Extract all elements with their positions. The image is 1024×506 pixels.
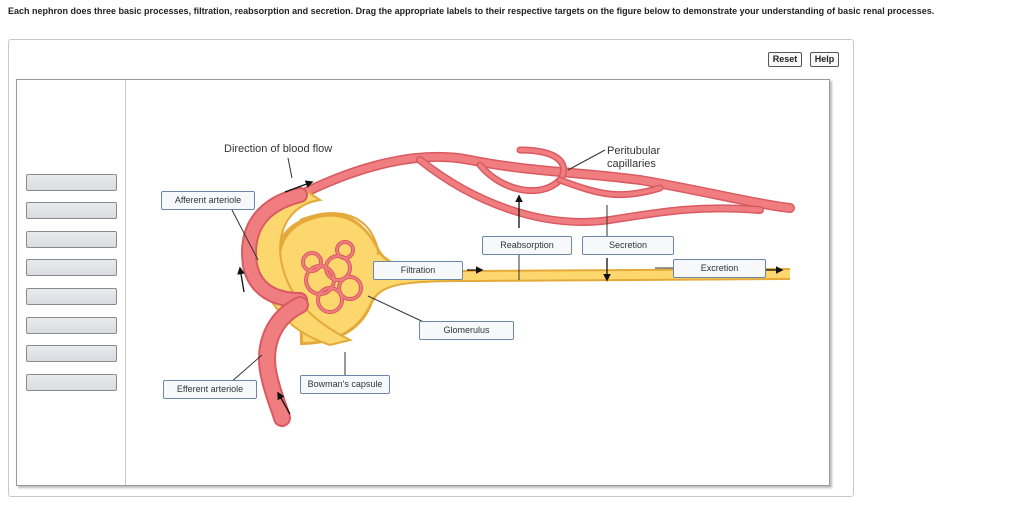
peritubular-text-line2: capillaries <box>607 158 656 170</box>
label-bank-divider <box>125 80 126 485</box>
direction-of-blood-flow-text: Direction of blood flow <box>224 143 333 155</box>
secretion-label[interactable]: Secretion <box>582 236 674 255</box>
reabsorption-label[interactable]: Reabsorption <box>482 236 572 255</box>
label-bank-slot[interactable] <box>26 374 117 391</box>
label-bank-slot[interactable] <box>26 345 117 362</box>
label-bank-slot[interactable] <box>26 288 117 305</box>
afferent-arteriole-label[interactable]: Afferent arteriole <box>161 191 255 210</box>
instructions-text: Each nephron does three basic processes,… <box>8 6 935 16</box>
efferent-arteriole-label[interactable]: Efferent arteriole <box>163 380 257 399</box>
label-bank-slot[interactable] <box>26 202 117 219</box>
reset-button[interactable]: Reset <box>768 52 802 67</box>
flow-arrows <box>237 180 784 415</box>
peritubular-capillaries <box>295 146 795 226</box>
peritubular-text-line1: Peritubular <box>607 145 661 157</box>
renal-tubule <box>275 212 790 345</box>
label-bank-slot[interactable] <box>26 317 117 334</box>
help-button[interactable]: Help <box>810 52 839 67</box>
excretion-label[interactable]: Excretion <box>673 259 766 278</box>
bowmans-capsule-label[interactable]: Bowman's capsule <box>300 375 390 394</box>
leader-lines <box>229 149 675 384</box>
glomerulus-label[interactable]: Glomerulus <box>419 321 514 340</box>
nephron-illustration <box>229 146 795 427</box>
filtration-label[interactable]: Filtration <box>373 261 463 280</box>
label-bank-slot[interactable] <box>26 231 117 248</box>
label-bank-slot[interactable] <box>26 174 117 191</box>
blood-vessels <box>241 187 309 427</box>
label-bank-slot[interactable] <box>26 259 117 276</box>
